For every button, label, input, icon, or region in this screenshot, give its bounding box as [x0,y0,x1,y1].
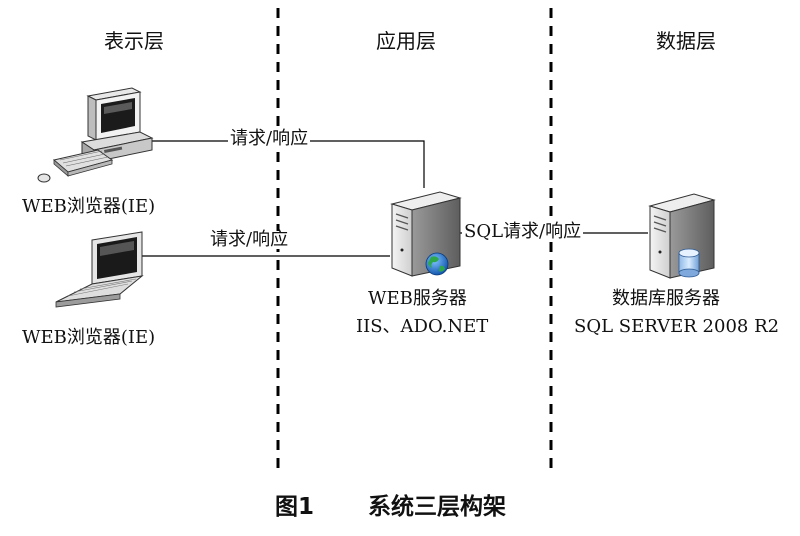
link-label-laptop: 请求/响应 [208,229,291,250]
web-server-name: WEB服务器 [368,288,467,309]
laptop-computer-icon [55,231,144,308]
db-server-name: 数据库服务器 [612,288,720,309]
link-label-sql: SQL请求/响应 [462,221,584,242]
link-label-desktop: 请求/响应 [228,128,311,149]
figure-number: 图1 [275,494,315,520]
desktop-computer-icon [37,87,154,183]
laptop-browser-label: WEB浏览器(IE) [22,327,156,348]
tier-header-data: 数据层 [656,29,716,53]
web-server-tech: IIS、ADO.NET [356,316,489,337]
figure-title: 系统三层构架 [368,494,506,520]
tier-header-presentation: 表示层 [104,29,164,53]
web-server-icon [390,191,462,277]
desktop-browser-label: WEB浏览器(IE) [22,196,156,217]
db-server-product: SQL SERVER 2008 R2 [574,316,780,337]
database-server-icon [648,193,716,279]
tier-header-application: 应用层 [376,29,436,53]
